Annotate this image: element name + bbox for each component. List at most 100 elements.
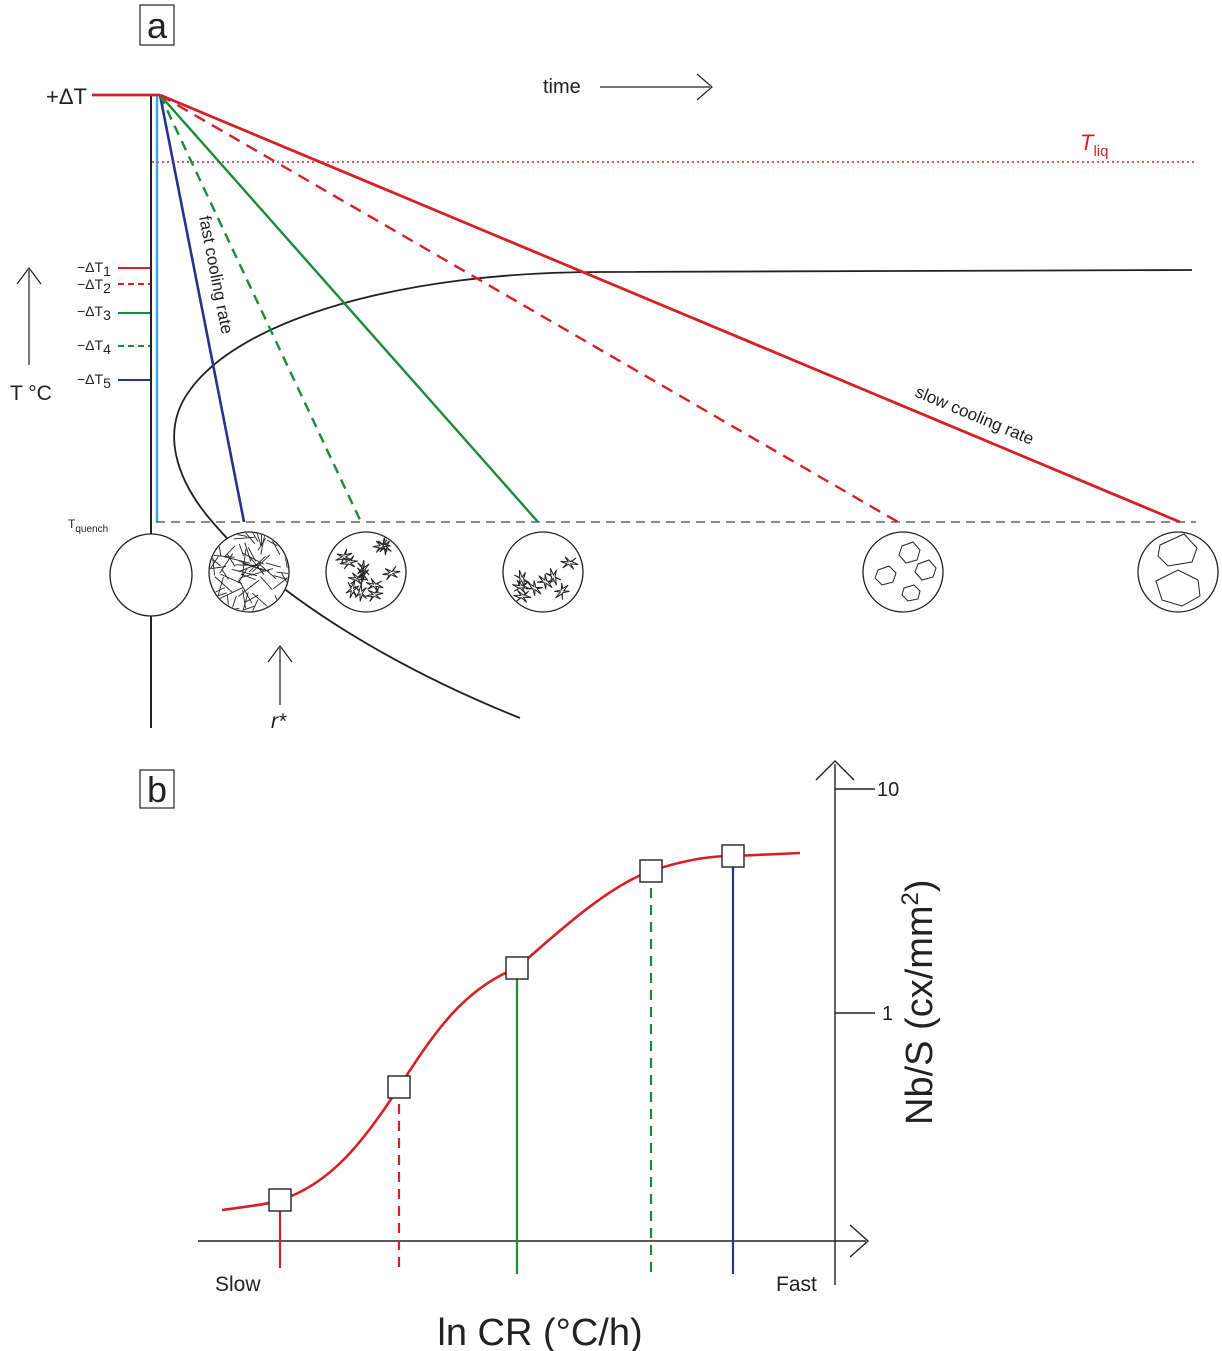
skeletal-crystal	[354, 583, 367, 602]
skeletal-crystal	[545, 567, 562, 586]
panel-b: b 10 1 Nb/S (cx/mm2)	[139, 760, 941, 1351]
cooling-path-dt1	[159, 93, 1181, 524]
cooling-path-dt3	[159, 94, 539, 523]
skeletal-crystal	[513, 590, 532, 603]
dendrite-mark	[236, 605, 255, 611]
dendrite-mark	[238, 579, 260, 597]
dendrite-mark	[220, 603, 225, 611]
cooling-paths	[158, 93, 1181, 524]
density-curve	[221, 851, 801, 1212]
skeletal-crystal	[536, 573, 554, 590]
dendrite-mark	[252, 554, 271, 573]
panel-a: a time +ΔT Tliq T °C −ΔT1 −ΔT2 −ΔT3 −ΔT4	[10, 4, 1219, 733]
dendrite-mark	[220, 573, 242, 584]
texture-euhedral-small	[862, 531, 944, 613]
data-point-dt2	[387, 1075, 411, 1099]
dendrite-mark	[210, 554, 221, 567]
skeletal-crystal	[339, 555, 358, 570]
r-star-label: r*	[271, 710, 287, 733]
dendrite-mark	[214, 576, 233, 593]
undercooling-legend: −ΔT1 −ΔT2 −ΔT3 −ΔT4 −ΔT5	[77, 259, 150, 391]
dendrite-mark	[260, 576, 273, 591]
dendrite-mark	[260, 534, 266, 555]
dendrite-mark	[241, 533, 256, 545]
dendrite-mark	[246, 599, 259, 611]
skeletal-crystal	[526, 580, 543, 596]
undercooling-label-3: −ΔT3	[77, 303, 111, 323]
dense-crystal-marks	[210, 533, 288, 611]
panel-b-label: b	[147, 769, 167, 810]
dendrite-mark	[265, 562, 281, 568]
skeletal-crystal	[365, 578, 384, 593]
dendrite-mark	[238, 543, 244, 556]
data-point-dt5	[721, 844, 745, 868]
undercooling-label-5: −ΔT5	[77, 371, 111, 391]
skeletal-crystal	[357, 559, 370, 578]
panel-a-label-box	[139, 4, 175, 46]
dendrite-mark	[257, 537, 266, 551]
time-arrow-icon	[600, 73, 713, 101]
euhedral-small-crystals	[874, 541, 937, 602]
dendrite-mark	[218, 587, 244, 600]
data-point-dt4	[639, 859, 663, 883]
dendrite-mark	[281, 572, 288, 589]
cooling-path-dt2	[159, 93, 899, 524]
dendrite-mark	[221, 568, 229, 580]
r-star-arrow-icon	[267, 645, 293, 705]
cooling-path-dt4	[158, 94, 363, 523]
x-left-label: Slow	[215, 1273, 261, 1296]
data-points	[268, 844, 745, 1212]
dendrite-mark	[238, 562, 261, 573]
cooling-path-dt5	[158, 94, 246, 523]
dendrite-mark	[245, 594, 259, 603]
nucleation-curve	[173, 269, 1193, 719]
x-axis-label: ln CR (°C/h)	[437, 1312, 642, 1351]
t-liq-label: Tliq	[1080, 130, 1108, 160]
dendrite-mark	[274, 595, 286, 611]
skeletal-crystal	[372, 539, 391, 553]
skeletal-fine-marks	[335, 537, 401, 602]
y-tick-1-label: 1	[882, 1003, 893, 1025]
skeletal-crystal	[554, 582, 570, 600]
y-axis-label: Nb/S (cx/mm2)	[897, 879, 941, 1125]
x-right-label: Fast	[776, 1273, 817, 1296]
texture-euhedral-large	[1137, 531, 1219, 613]
dendrite-mark	[248, 533, 259, 542]
y-tick-10-label: 10	[877, 779, 899, 801]
dendrite-mark	[213, 554, 235, 558]
data-point-dt3	[505, 956, 529, 980]
temperature-axis-arrow-icon	[16, 267, 42, 365]
dendrite-mark	[276, 571, 288, 575]
skeletal-coarse-marks	[512, 556, 579, 603]
dendrite-mark	[247, 547, 257, 562]
x-axis-arrow-icon	[849, 1224, 870, 1258]
dendrite-mark	[273, 574, 288, 590]
data-point-dt1	[268, 1188, 292, 1212]
t-quench-label: Tquench	[68, 517, 108, 535]
undercooling-label-4: −ΔT4	[77, 337, 111, 357]
dendrite-mark	[250, 568, 274, 576]
texture-circles	[109, 531, 1219, 617]
dendrite-mark	[259, 563, 277, 579]
panel-b-axes	[198, 760, 875, 1285]
dendrite-mark	[226, 553, 236, 567]
undercooling-label-2: −ΔT2	[77, 276, 111, 296]
dendrite-mark	[241, 552, 264, 565]
drop-lines	[278, 856, 735, 1274]
euhedral-large-crystals	[1155, 533, 1201, 607]
fast-cooling-rate-label: fast cooling rate	[195, 214, 237, 335]
dendrite-mark	[233, 536, 255, 540]
dendrite-mark	[266, 539, 278, 547]
dendrite-mark	[256, 533, 262, 546]
temperature-axis-label: T °C	[10, 382, 52, 405]
skeletal-crystal	[365, 587, 384, 602]
time-label: time	[543, 76, 581, 98]
texture-skeletal-coarse	[502, 531, 584, 613]
dendrite-mark	[238, 573, 253, 579]
undercooling-label-1: −ΔT1	[77, 259, 111, 279]
panel-a-label: a	[147, 5, 168, 46]
dendrite-mark	[238, 560, 264, 572]
dendrite-mark	[224, 556, 251, 564]
dendrite-mark	[210, 600, 222, 605]
